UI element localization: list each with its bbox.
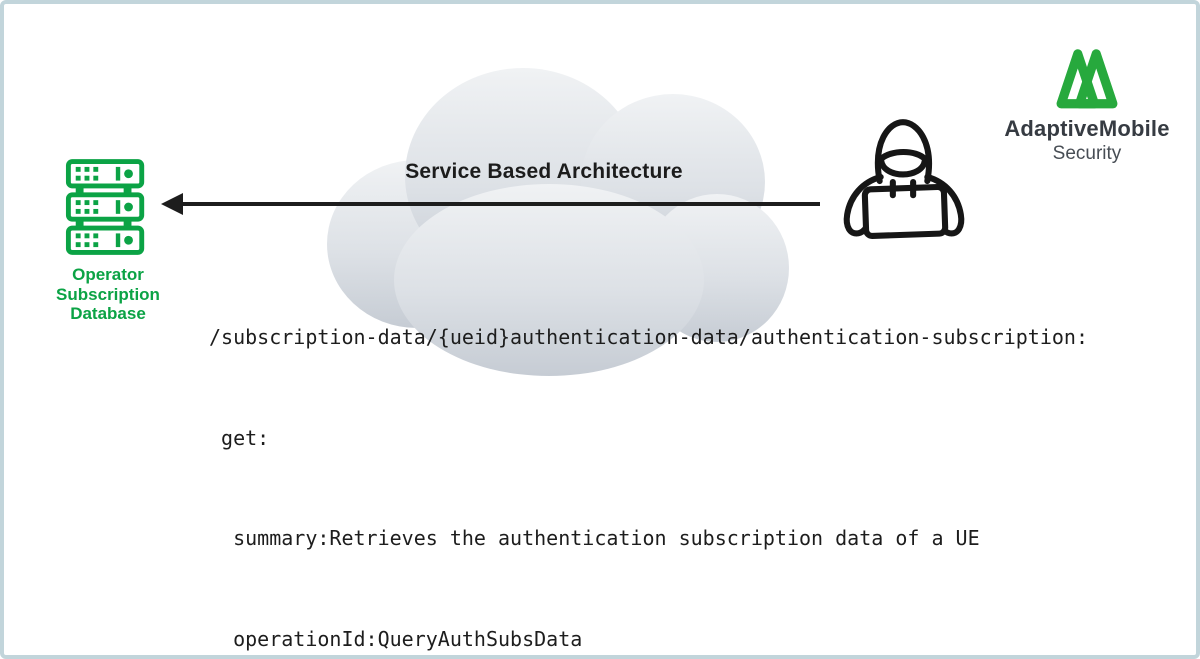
code-line: get: (209, 422, 1088, 456)
code-line: summary:Retrieves the authentication sub… (209, 522, 1088, 556)
brand-subtitle: Security (1052, 143, 1122, 164)
code-text: get: (209, 425, 270, 450)
database-label-line: Subscription (56, 284, 160, 304)
code-line: /subscription-data/{ueid}authentication-… (209, 321, 1088, 355)
code-text: operationId:QueryAuthSubsData (209, 626, 583, 651)
cloud-label: Service Based Architecture (405, 160, 683, 183)
server-stack-icon (65, 159, 145, 255)
code-line: operationId:QueryAuthSubsData (209, 623, 1088, 656)
brand-block: AdaptiveMobile Security (992, 40, 1182, 165)
code-text: /subscription-data/{ueid}authentication-… (209, 325, 1088, 349)
database-label-line: Database (70, 304, 146, 323)
attack-arrow-head-icon (161, 193, 183, 215)
cloud-shape (327, 68, 789, 376)
database-label: Operator Subscription Database (32, 265, 184, 324)
brand-name: AdaptiveMobile (1004, 116, 1170, 141)
attack-arrow-line (180, 202, 820, 206)
adaptivemobile-monogram-icon (1056, 49, 1118, 109)
api-spec-code-block: /subscription-data/{ueid}authentication-… (209, 254, 1088, 656)
hacker-laptop-icon (843, 119, 965, 240)
database-label-line: Operator (72, 265, 144, 284)
code-text: summary:Retrieves the authentication sub… (209, 526, 980, 550)
